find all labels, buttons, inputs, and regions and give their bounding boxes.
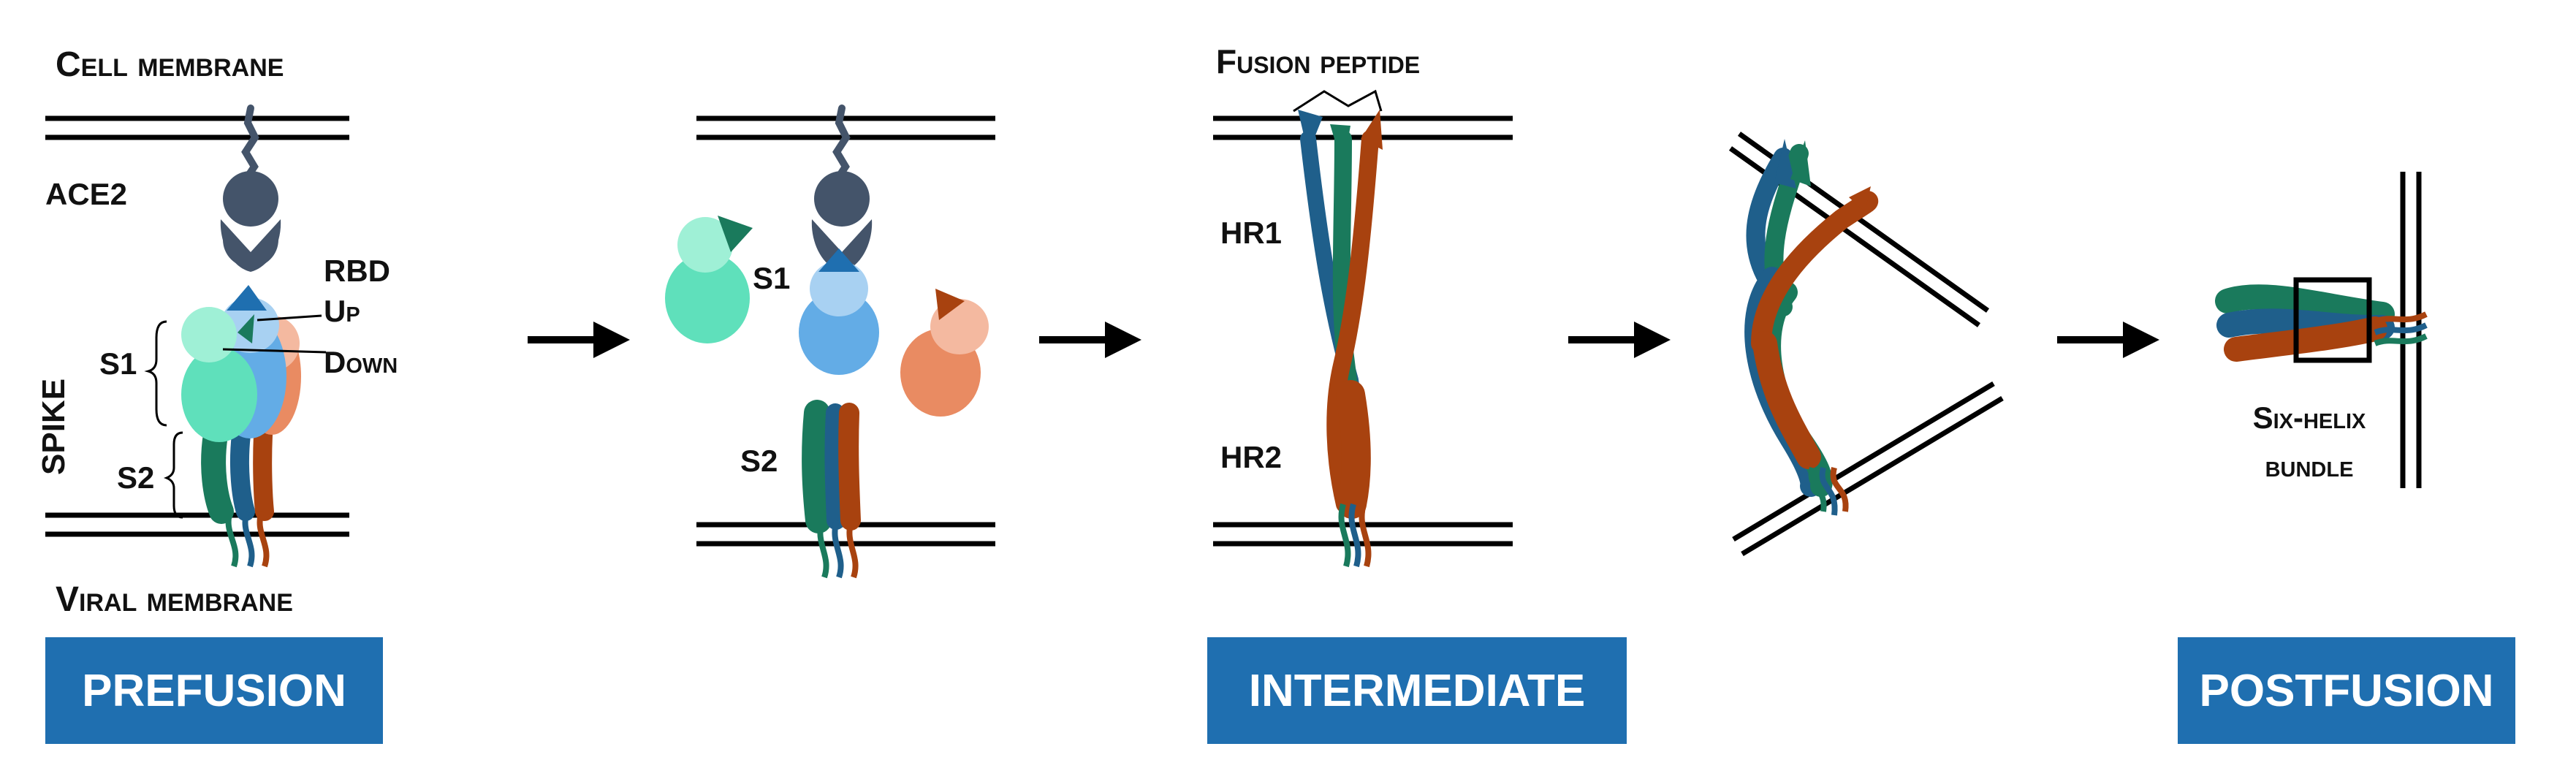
arrow-4 — [2057, 322, 2159, 358]
arrow-3 — [1568, 322, 1671, 358]
s1-brace — [144, 320, 167, 427]
stage-label-prefusion: PREFUSION — [82, 666, 346, 716]
s2-helices-2 — [802, 400, 861, 579]
rbd-pointer-lines — [222, 314, 327, 354]
panel-prefusion: Cell membrane ACE2 RBD Up Down SPIKE S1 … — [36, 45, 398, 619]
stage-box-prefusion: PREFUSION — [45, 637, 383, 744]
stage-label-postfusion: POSTFUSION — [2199, 666, 2493, 716]
rbd-up-label: Up — [324, 294, 360, 328]
extended-helices — [1298, 110, 1383, 568]
panel-hairpin — [1728, 132, 2004, 557]
cell-membrane-1 — [45, 115, 349, 140]
fusion-peptide-label: Fusion peptide — [1216, 42, 1420, 80]
s1-label-2: S1 — [753, 261, 790, 295]
cell-membrane-label: Cell membrane — [56, 45, 284, 84]
panel-intermediate: Fusion peptide HR1 HR2 — [1213, 42, 1513, 568]
s1-blue-bound — [799, 248, 879, 375]
hr2-label: HR2 — [1220, 440, 1282, 474]
six-helix-bundle — [2215, 284, 2428, 362]
viral-membrane-4 — [1732, 381, 2004, 557]
s1-domains-1 — [181, 285, 301, 442]
stage-label-intermediate: INTERMEDIATE — [1249, 666, 1585, 716]
spike-label: SPIKE — [36, 379, 72, 475]
s2-label-1: S2 — [117, 460, 154, 495]
six-helix-label-line2: bundle — [2265, 449, 2354, 483]
six-helix-highlight-box — [2293, 277, 2372, 363]
panel-postfusion: Six-helix bundle — [2215, 172, 2428, 488]
ace2-receptor-2 — [811, 104, 873, 272]
viral-membrane-1 — [45, 512, 349, 537]
s2-label-2: S2 — [740, 444, 778, 478]
folding-helices — [1744, 139, 1879, 516]
fusion-peptide-bracket — [1293, 89, 1383, 113]
panel-receptor-binding: S1 S2 — [665, 104, 995, 579]
rbd-label: RBD — [324, 254, 390, 288]
s2-helices-1 — [201, 422, 274, 568]
viral-membrane-label: Viral membrane — [56, 580, 293, 619]
s1-orange-detached — [900, 289, 989, 417]
s2-brace — [163, 431, 183, 519]
rbd-down-label: Down — [324, 345, 398, 379]
s1-label-1: S1 — [99, 346, 137, 381]
stage-box-intermediate: INTERMEDIATE — [1207, 637, 1627, 744]
arrow-1 — [528, 322, 630, 358]
s1-mint-detached — [665, 216, 753, 343]
hr1-label: HR1 — [1220, 216, 1282, 250]
six-helix-label-line1: Six-helix — [2253, 400, 2366, 435]
ace2-label: ACE2 — [45, 177, 127, 211]
ace2-receptor-1 — [220, 104, 281, 272]
arrow-2 — [1039, 322, 1141, 358]
stage-box-postfusion: POSTFUSION — [2178, 637, 2515, 744]
